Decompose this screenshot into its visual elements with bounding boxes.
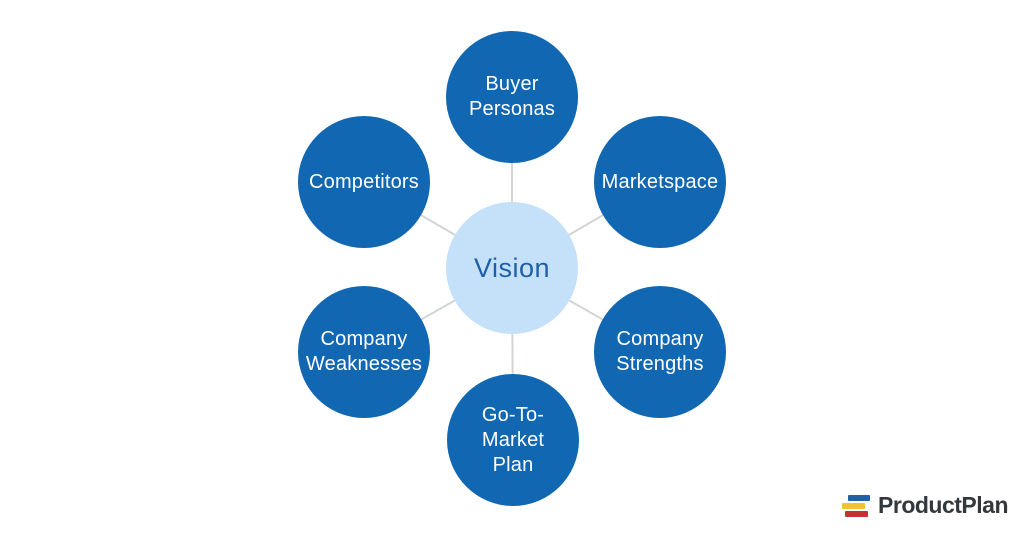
- node-company-strengths-label: Company Strengths: [616, 328, 704, 375]
- node-vision-center: Vision: [446, 202, 578, 334]
- node-vision-label: Vision: [473, 252, 551, 283]
- node-company-strengths: Company Strengths: [594, 286, 726, 418]
- logo-bar-red: [845, 510, 869, 517]
- node-marketspace: Marketspace: [594, 116, 726, 248]
- node-buyer-personas: Buyer Personas: [446, 31, 578, 163]
- node-buyer-personas-label: Buyer Personas: [468, 73, 556, 120]
- logo-bar-yellow: [842, 502, 866, 509]
- node-competitors: Competitors: [298, 116, 430, 248]
- node-go-to-market-plan: Go-To-Market Plan: [447, 374, 579, 506]
- productplan-logo: ProductPlan: [842, 494, 1008, 517]
- productplan-logo-icon: [842, 494, 871, 517]
- node-company-weaknesses: Company Weaknesses: [298, 286, 430, 418]
- node-company-weaknesses-label: Company Weaknesses: [305, 328, 423, 375]
- node-competitors-label: Competitors: [308, 170, 419, 193]
- logo-bar-blue: [848, 494, 871, 501]
- productplan-logo-text: ProductPlan: [878, 492, 1008, 518]
- node-marketspace-label: Marketspace: [601, 170, 719, 193]
- node-go-to-market-plan-label: Go-To-Market Plan: [481, 403, 545, 476]
